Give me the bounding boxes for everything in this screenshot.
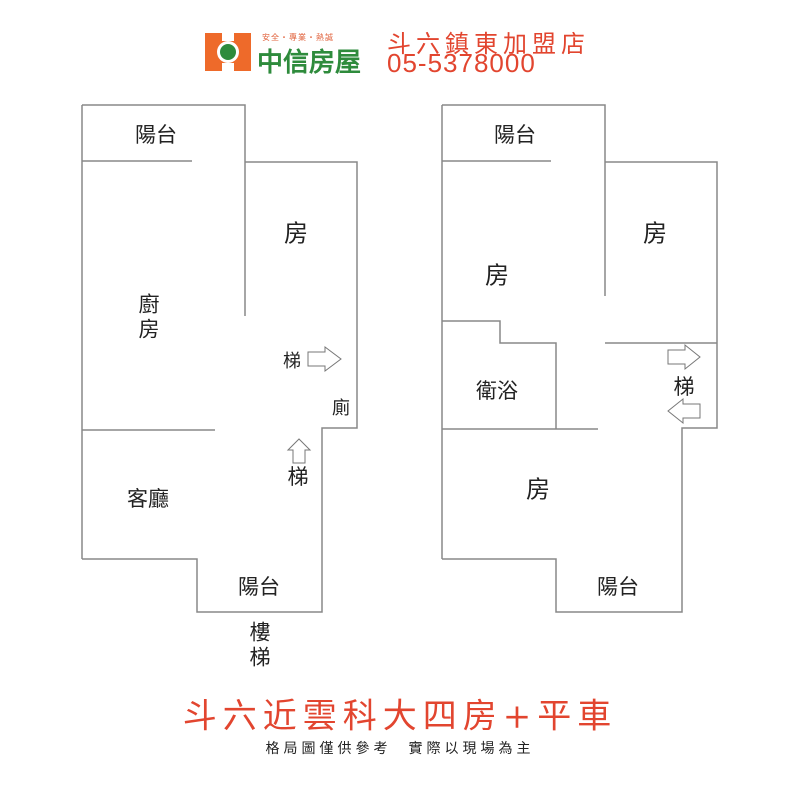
arrow-left-icon — [667, 397, 701, 425]
listing-title: 斗六近雲科大四房+平車 — [182, 696, 618, 737]
right-stairs-label: 梯 — [673, 375, 695, 399]
phone-number: 05-5378000 — [387, 48, 536, 78]
outside-stairs-label: 樓梯 — [247, 621, 271, 671]
arrow-right-icon — [307, 346, 342, 372]
store-name: 斗六鎮東加盟店 — [387, 30, 590, 58]
right-balcony-top-label: 陽台 — [494, 123, 536, 147]
right-room-bottom-label: 房 — [526, 475, 550, 504]
toilet-label: 廁 — [332, 398, 350, 419]
logo-icon — [205, 33, 251, 71]
kitchen-label: 廚房 — [136, 293, 160, 343]
globe-icon — [217, 41, 239, 63]
arrow-up-icon — [286, 438, 312, 464]
left-balcony-bottom-label: 陽台 — [238, 575, 280, 599]
right-balcony-bottom-label: 陽台 — [597, 575, 639, 599]
disclaimer-note: 格局圖僅供參考 實際以現場為主 — [265, 741, 535, 757]
left-stairs-label: 梯 — [283, 351, 301, 372]
arrow-right-icon — [667, 343, 701, 371]
left-room-label: 房 — [284, 219, 308, 248]
brand-name: 中信房屋 — [257, 48, 362, 78]
right-room-left-label: 房 — [485, 261, 509, 290]
living-room-label: 客廳 — [127, 487, 169, 511]
slogan: 安全・專業・熱誠 — [262, 33, 334, 42]
bathroom-label: 衛浴 — [476, 379, 518, 403]
left-balcony-top-label: 陽台 — [135, 123, 177, 147]
left-stairs-up-label: 梯 — [287, 465, 309, 489]
right-room-right-label: 房 — [643, 219, 667, 248]
